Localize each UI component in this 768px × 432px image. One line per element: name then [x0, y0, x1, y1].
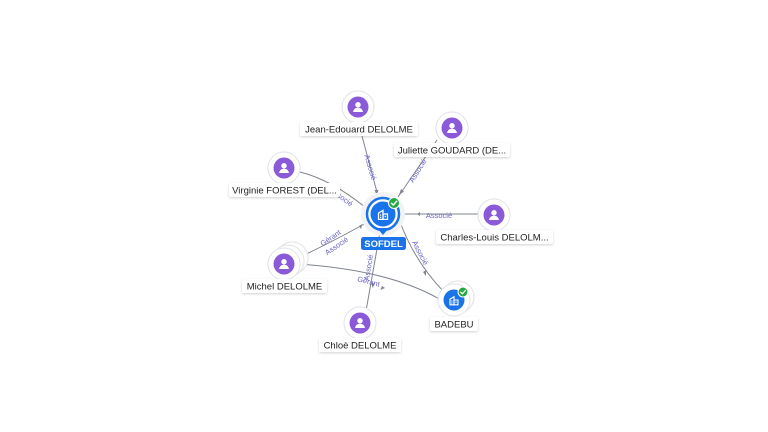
node-label-bg: [300, 122, 418, 136]
company-node-sofdel[interactable]: SOFDEL: [361, 192, 406, 250]
edge-charles-louis-sofdel[interactable]: Associé: [402, 211, 480, 220]
node-label: Charles-Louis DELOLM...: [440, 233, 548, 244]
node-label-bg: [394, 143, 510, 157]
node-label-bg: [430, 317, 478, 331]
pin-tip: [377, 228, 389, 235]
company-label-bg: [361, 237, 406, 250]
person-node-michel[interactable]: Michel DELOLME: [242, 241, 327, 293]
company-node-badebu[interactable]: BADEBU: [430, 280, 478, 331]
edge-label: Associé: [410, 239, 430, 266]
edge-label: Associé: [407, 157, 429, 184]
node-label-bg: [319, 338, 401, 352]
company-label: SOFDEL: [364, 239, 403, 250]
node-label: BADEBU: [434, 320, 473, 331]
node-label: Juliette GOUDARD (DE...: [398, 146, 506, 157]
edge-label: Associé: [362, 153, 378, 181]
person-node-juliette[interactable]: Juliette GOUDARD (DE...: [394, 111, 510, 157]
node-label: Chloè DELOLME: [324, 341, 397, 352]
verified-check-icon: [388, 197, 400, 209]
node-label-bg: [436, 230, 553, 244]
verified-check-icon: [457, 286, 469, 298]
node-label: Virginie FOREST (DEL...: [232, 186, 337, 197]
node-label-bg: [229, 183, 340, 197]
person-node-charles-louis[interactable]: Charles-Louis DELOLM...: [436, 198, 553, 244]
node-label: Michel DELOLME: [247, 282, 323, 293]
person-node-chloe[interactable]: Chloè DELOLME: [319, 306, 401, 352]
edge-michel-sofdel[interactable]: Gérant Associé: [297, 221, 369, 259]
node-label-bg: [242, 279, 327, 293]
node-label: Jean-Edouard DELOLME: [305, 125, 413, 136]
edge-jean-edouard-sofdel[interactable]: Associé: [361, 135, 379, 197]
edge-label: Gérant: [356, 274, 381, 289]
edge-label: Associé: [426, 211, 452, 220]
person-node-jean-edouard[interactable]: Jean-Edouard DELOLME: [300, 90, 418, 136]
person-node-virginie[interactable]: Virginie FOREST (DEL...: [229, 151, 340, 197]
